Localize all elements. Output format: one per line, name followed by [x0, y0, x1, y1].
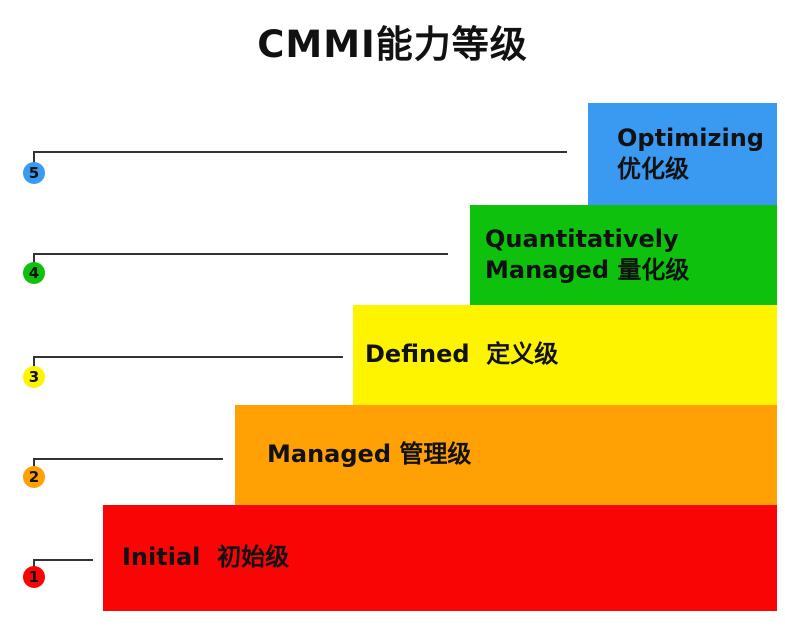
level-3-connector-drop: [33, 356, 35, 367]
level-4-connector-drop: [33, 253, 35, 263]
level-5-number-badge: 5: [23, 162, 45, 184]
level-4-connector-line: [34, 253, 448, 255]
level-3-number-badge: 3: [23, 366, 45, 388]
level-2-bar: Managed 管理级: [235, 405, 777, 505]
level-3-bar: Defined 定义级: [353, 305, 777, 405]
level-4-number-badge: 4: [23, 262, 45, 284]
level-3-label: Defined 定义级: [365, 340, 559, 369]
level-2-label: Managed 管理级: [267, 440, 472, 469]
level-2-connector-drop: [33, 458, 35, 467]
level-1-label: Initial 初始级: [122, 543, 290, 572]
level-3-connector-line: [34, 356, 343, 358]
diagram-title: CMMI能力等级: [257, 23, 528, 66]
level-1-number-badge: 1: [23, 566, 45, 588]
level-5-bar: Optimizing 优化级: [588, 103, 777, 205]
level-4-label-en: Quantitatively: [485, 224, 679, 253]
level-1-connector-line: [34, 559, 93, 561]
level-1-bar: Initial 初始级: [103, 505, 777, 611]
level-1-connector-drop: [33, 559, 35, 567]
level-5-connector-drop: [33, 151, 35, 163]
level-2-number-badge: 2: [23, 466, 45, 488]
level-5-label-en: Optimizing: [617, 123, 764, 152]
level-2-connector-line: [34, 458, 223, 460]
level-5-label-zh: 优化级: [617, 155, 689, 183]
level-4-label-zh: Managed 量化级: [485, 256, 690, 284]
level-4-bar: Quantitatively Managed 量化级: [470, 205, 777, 305]
level-5-connector-line: [34, 151, 567, 153]
